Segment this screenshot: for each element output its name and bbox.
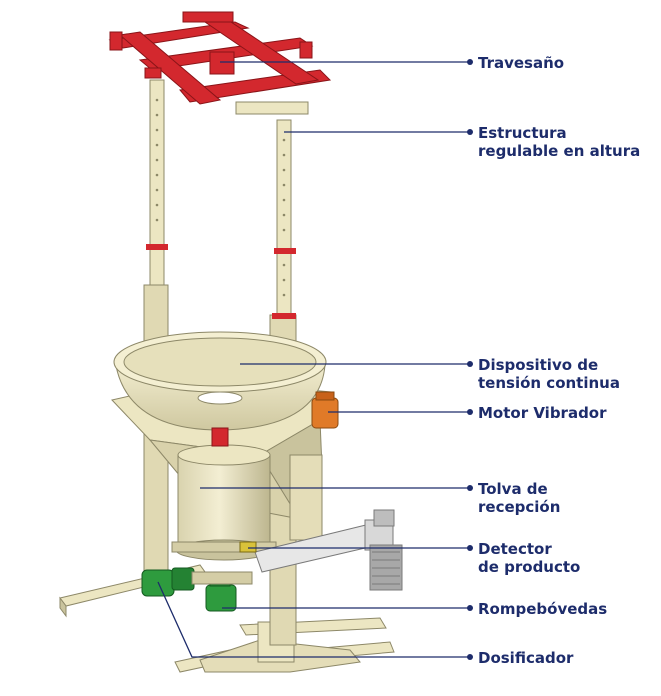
label-dispositivo-line-1: Dispositivo de — [478, 356, 599, 374]
column-holes — [155, 98, 286, 297]
traverse — [108, 11, 332, 105]
leader-dosificador — [157, 581, 470, 658]
motor-vibrator — [311, 391, 339, 429]
label-travesano: Travesaño — [478, 54, 564, 72]
product-detector — [239, 541, 257, 553]
dot-motor — [467, 409, 473, 415]
label-motor-line-1: Motor Vibrador — [478, 404, 607, 422]
label-dosificador-line-1: Dosificador — [478, 649, 574, 667]
label-detector: Detector de producto — [478, 540, 580, 576]
dot-detector — [467, 545, 473, 551]
label-tolva: Tolva de recepción — [478, 480, 560, 516]
label-tolva-line-1: Tolva de — [478, 480, 548, 498]
label-dispositivo-line-2: tensión continua — [478, 374, 620, 392]
label-dispositivo: Dispositivo de tensión continua — [478, 356, 620, 392]
dot-rompebovedas — [467, 605, 473, 611]
label-detector-line-1: Detector — [478, 540, 552, 558]
label-travesano-line-1: Travesaño — [478, 54, 565, 72]
label-rompebovedas-line-1: Rompebóvedas — [478, 600, 608, 618]
dot-travesano — [467, 59, 473, 65]
receiving-hopper — [171, 444, 277, 561]
label-tolva-line-2: recepción — [478, 498, 561, 516]
label-dosificador: Dosificador — [478, 649, 573, 667]
label-estructura-line-2: regulable en altura — [478, 142, 641, 160]
label-rompebovedas: Rompebóvedas — [478, 600, 607, 618]
dot-tolva — [467, 485, 473, 491]
label-estructura-line-1: Estructura — [478, 124, 567, 142]
dot-estructura — [467, 129, 473, 135]
label-motor: Motor Vibrador — [478, 404, 607, 422]
dot-dispositivo — [467, 361, 473, 367]
label-detector-line-2: de producto — [478, 558, 581, 576]
dot-dosificador — [467, 654, 473, 660]
leader-lines — [157, 61, 470, 658]
leader-dots — [467, 59, 473, 660]
label-estructura: Estructura regulable en altura — [478, 124, 640, 160]
continuous-tension-device — [113, 331, 327, 447]
